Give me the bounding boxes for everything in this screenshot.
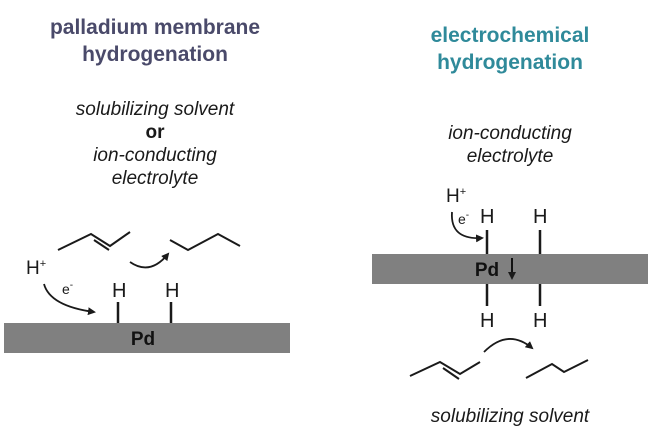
left-title-line2: hydrogenation [82, 43, 228, 66]
right-pd-membrane [372, 254, 648, 284]
left-alkene-molecule [57, 231, 131, 251]
left-pd-membrane [4, 323, 290, 353]
left-pd-label: Pd [131, 329, 155, 350]
left-hydrogen-2: H [165, 280, 179, 302]
right-medium-caption: ion-conducting electrolyte [410, 122, 610, 168]
left-hydrogen-1: H [112, 280, 126, 302]
left-title-line1: palladium membrane [49, 16, 261, 39]
right-caption-line2: electrolyte [466, 146, 554, 167]
right-pd-label: Pd [475, 260, 499, 281]
left-caption-line1: solubilizing solvent [75, 99, 235, 120]
right-proton-label: H+ [446, 186, 466, 207]
right-hydrogen-top-2: H [533, 206, 547, 228]
left-caption-or: or [145, 122, 165, 143]
left-proton-label: H+ [26, 258, 46, 279]
left-alkane-molecule [169, 232, 241, 252]
right-hydrogen-bottom-1: H [480, 310, 494, 332]
right-title-line1: electrochemical [430, 24, 590, 47]
left-electron-label: e- [62, 280, 73, 297]
right-conversion-arrow [483, 338, 534, 353]
right-title: electrochemical hydrogenation [400, 22, 620, 76]
right-electron-label: e- [458, 210, 469, 227]
right-alkene-molecule [409, 360, 481, 380]
right-title-line2: hydrogenation [437, 51, 583, 74]
left-title: palladium membrane hydrogenation [20, 14, 290, 68]
right-caption-line1: ion-conducting [448, 123, 572, 144]
left-medium-caption: solubilizing solvent or ion-conducting e… [20, 98, 290, 190]
left-conversion-arrow [129, 252, 170, 269]
right-bottom-caption: solubilizing solvent [430, 406, 590, 427]
right-alkane-molecule [525, 359, 589, 379]
right-hydrogen-bottom-2: H [533, 310, 547, 332]
left-caption-line3: electrolyte [111, 168, 199, 189]
right-hydrogen-top-1: H [480, 206, 494, 228]
left-caption-line2: ion-conducting [93, 145, 217, 166]
left-proton-arrow [43, 283, 96, 316]
right-proton-arrow [451, 211, 484, 243]
